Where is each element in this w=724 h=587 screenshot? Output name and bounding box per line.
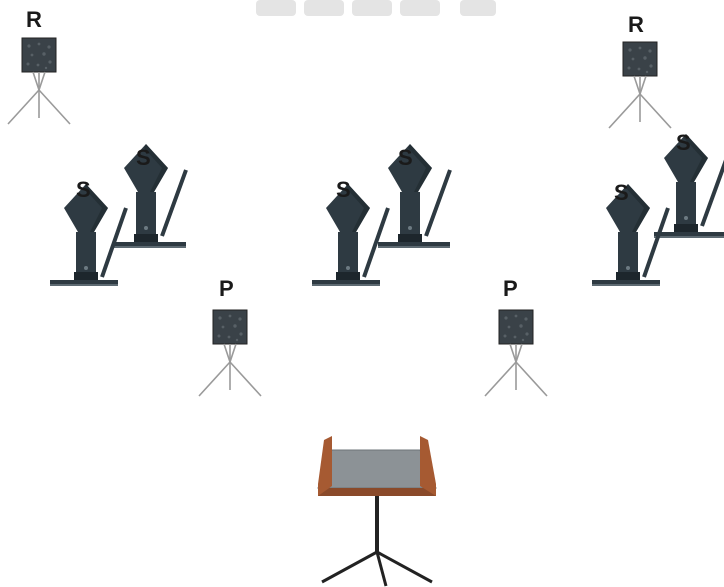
label-s-right-back: S: [676, 130, 691, 155]
paper-target-icon: [608, 41, 672, 129]
watermark: [256, 0, 496, 16]
paper-target-icon: [484, 309, 548, 397]
label-s-left-front: S: [76, 177, 91, 202]
paper-target-icon: [198, 309, 262, 397]
start-table-icon: [317, 436, 437, 587]
paper-target-icon: [7, 37, 71, 125]
label-s-right-front: S: [614, 180, 629, 205]
label-r-left: R: [26, 7, 42, 32]
label-s-mid-back: S: [398, 145, 413, 170]
label-s-mid-front: S: [336, 177, 351, 202]
label-s-left-back: S: [136, 145, 151, 170]
steel-popper-icon: [590, 182, 670, 288]
steel-popper-icon: [376, 142, 452, 250]
label-p-right: P: [503, 276, 518, 301]
label-p-left: P: [219, 276, 234, 301]
label-r-right: R: [628, 12, 644, 37]
